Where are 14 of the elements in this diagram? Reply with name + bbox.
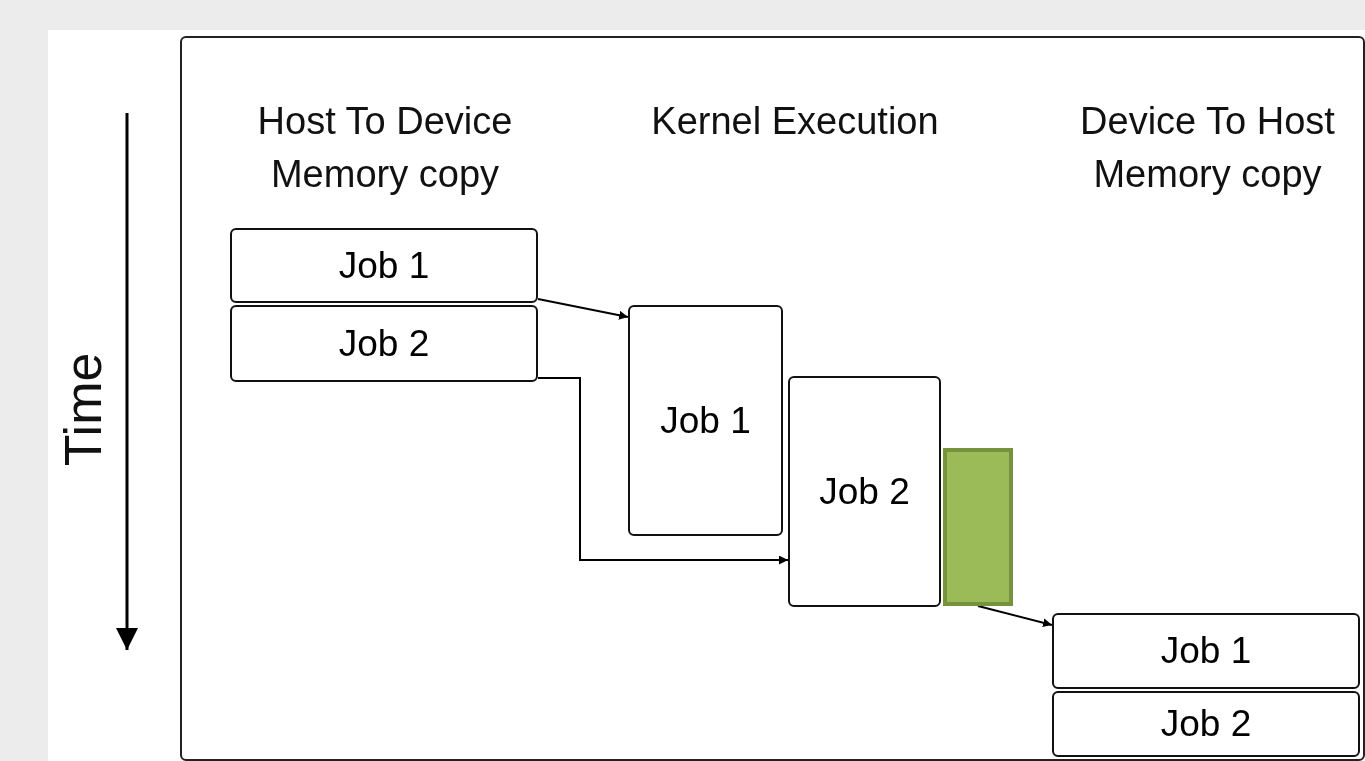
column-heading: Kernel Execution	[650, 99, 940, 144]
job-box: Job 2	[230, 305, 538, 382]
job-box: Job 1	[1052, 613, 1360, 689]
arrow	[537, 298, 629, 320]
filled-block	[943, 448, 1013, 606]
column-heading: Device To Host Memory copy	[1079, 99, 1336, 198]
column-heading: Host To Device Memory copy	[256, 99, 514, 198]
arrow	[537, 377, 789, 565]
job-box: Job 1	[230, 228, 538, 303]
axis-label: Time	[52, 351, 113, 469]
job-box: Job 1	[628, 305, 783, 536]
arrow	[977, 605, 1053, 628]
job-box: Job 2	[788, 376, 941, 607]
job-box: Job 2	[1052, 691, 1360, 757]
